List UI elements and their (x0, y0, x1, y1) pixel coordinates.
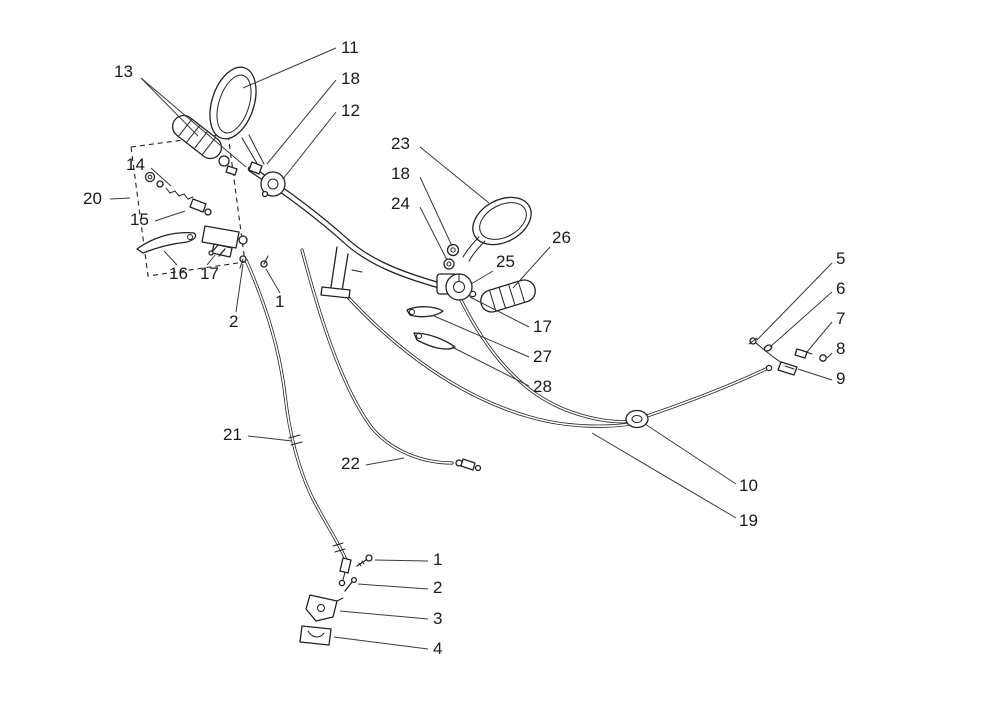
choke-lever-upper (406, 306, 444, 318)
handlebar-clamp (260, 171, 286, 198)
lever-bracket (201, 225, 248, 258)
leader-11 (242, 47, 337, 89)
throttle-housing (436, 273, 473, 301)
leader-18-right (419, 176, 453, 247)
mirror-mount-rings (443, 243, 460, 270)
leader-27 (433, 315, 530, 358)
leader-5 (756, 262, 833, 341)
callout-label-25: 25 (496, 252, 515, 271)
lever-screws (208, 244, 226, 257)
leader-13a (140, 77, 199, 137)
callout-label-4: 4 (433, 639, 442, 658)
leader-28 (451, 346, 530, 387)
leader-26 (512, 246, 551, 289)
callout-label-16: 16 (169, 264, 188, 283)
leader-1-bottom (374, 559, 429, 562)
leader-15 (154, 210, 186, 222)
callout-label-24: 24 (391, 194, 410, 213)
leader-18-top (266, 79, 337, 165)
callout-label-14: 14 (126, 155, 145, 174)
leader-2-bottom (357, 583, 429, 590)
leader-1-left (265, 268, 281, 294)
callout-label-26: 26 (552, 228, 571, 247)
callout-label-10: 10 (739, 476, 758, 495)
leader-12 (282, 111, 337, 180)
left-lower-cable (300, 248, 482, 472)
leader-20 (109, 197, 131, 200)
callout-label-3: 3 (433, 609, 442, 628)
bar-end-parts (218, 155, 238, 176)
callout-label-15: 15 (130, 210, 149, 229)
callout-label-1-left: 1 (275, 292, 284, 311)
callout-label-27: 27 (533, 347, 552, 366)
leader-8 (826, 352, 833, 359)
leader-10 (644, 423, 737, 485)
callout-label-1-bottom: 1 (433, 550, 442, 569)
callout-label-20: 20 (83, 189, 102, 208)
leader-24 (419, 206, 448, 261)
choke-lever-lower (413, 332, 456, 350)
leader-16 (163, 250, 178, 266)
leader-17-right (469, 296, 530, 328)
callout-label-8: 8 (836, 339, 845, 358)
callout-label-12: 12 (341, 101, 360, 120)
callout-label-6: 6 (836, 279, 845, 298)
callout-label-13: 13 (114, 62, 133, 81)
leader-22 (365, 457, 405, 466)
leader-14 (150, 167, 172, 187)
spacer-block (248, 161, 263, 175)
leader-25 (470, 270, 494, 285)
callout-label-18-right: 18 (391, 164, 410, 183)
leader-4 (333, 636, 429, 650)
leader-21 (247, 435, 293, 442)
left-mirror (209, 66, 265, 168)
left-grip (171, 114, 223, 160)
leader-3 (339, 610, 429, 620)
callout-label-18-top: 18 (341, 69, 360, 88)
leader-6 (769, 291, 833, 348)
right-mirror (462, 196, 532, 262)
callout-label-2-bottom: 2 (433, 578, 442, 597)
callout-label-5: 5 (836, 249, 845, 268)
callout-label-2-left: 2 (229, 312, 238, 331)
callout-label-19: 19 (739, 511, 758, 530)
leader-13b (140, 77, 247, 168)
callout-label-22: 22 (341, 454, 360, 473)
cable-adjuster-parts (748, 337, 827, 376)
callout-label-17-left: 17 (200, 264, 219, 283)
callout-label-21: 21 (223, 425, 242, 444)
callout-label-11: 11 (341, 38, 359, 57)
leader-lines (109, 47, 833, 650)
callout-label-23: 23 (391, 134, 410, 153)
leader-17-left (206, 254, 216, 266)
callout-label-28: 28 (533, 377, 552, 396)
bottom-cable-bracket-parts (299, 554, 373, 646)
right-grip (480, 279, 536, 313)
cable-end-small-parts-left (239, 255, 269, 269)
front-brake-cable (244, 258, 348, 562)
master-cylinder-small-parts (144, 171, 212, 216)
leader-7 (806, 321, 833, 353)
callout-label-9: 9 (836, 369, 845, 388)
handlebar-center-bracket (320, 246, 363, 299)
throttle-cable (343, 292, 768, 428)
leader-19 (591, 432, 737, 519)
leader-23 (419, 146, 490, 204)
leader-2-left (235, 263, 244, 313)
callout-label-7: 7 (836, 309, 845, 328)
callout-labels: 11 13 18 12 23 14 18 20 24 15 26 25 16 1… (83, 38, 845, 658)
cable-grommet (625, 409, 649, 429)
brake-lever (136, 232, 197, 254)
leader-9 (797, 368, 833, 381)
callout-label-17-right: 17 (533, 317, 552, 336)
